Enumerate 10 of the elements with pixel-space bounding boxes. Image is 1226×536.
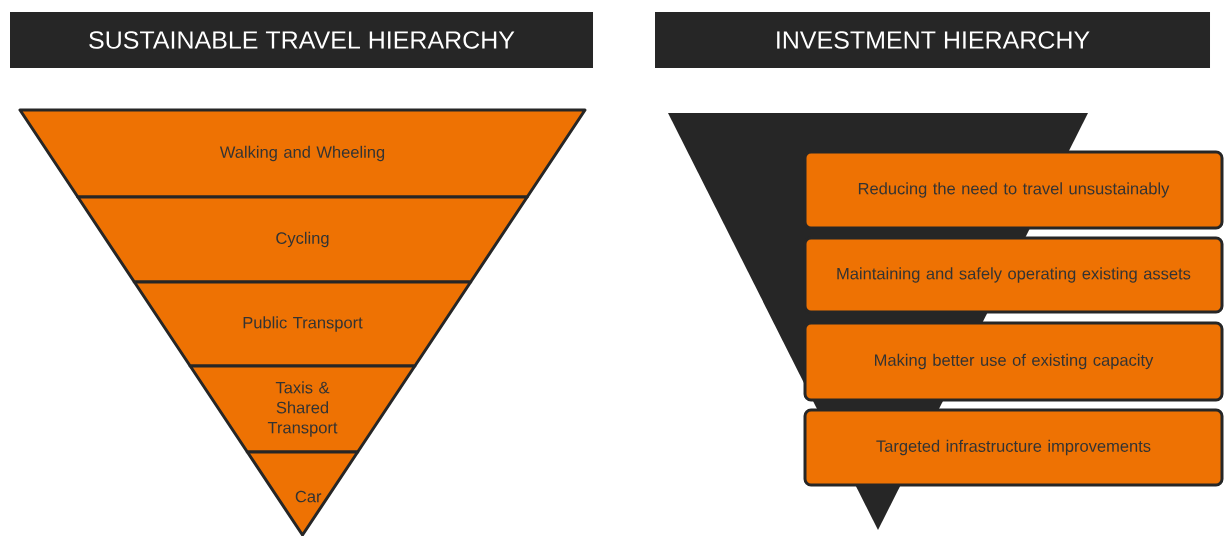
title-bar: SUSTAINABLE TRAVEL HIERARCHY bbox=[10, 12, 593, 68]
priority-box: Making better use of existing capacity bbox=[803, 321, 1224, 402]
hierarchy-band: Cycling bbox=[76, 195, 529, 284]
priority-box: Maintaining and safely operating existing assets bbox=[803, 236, 1224, 314]
priority-box: Targeted infrastructure improvements bbox=[803, 408, 1224, 487]
priority-box: Reducing the need to travel unsustainably bbox=[803, 150, 1224, 230]
hierarchy-band: Public Transport bbox=[132, 280, 473, 368]
hierarchy-band: Car bbox=[245, 450, 360, 536]
hierarchy-band: Walking and Wheeling bbox=[18, 108, 587, 199]
title-bar: INVESTMENT HIERARCHY bbox=[655, 12, 1210, 68]
